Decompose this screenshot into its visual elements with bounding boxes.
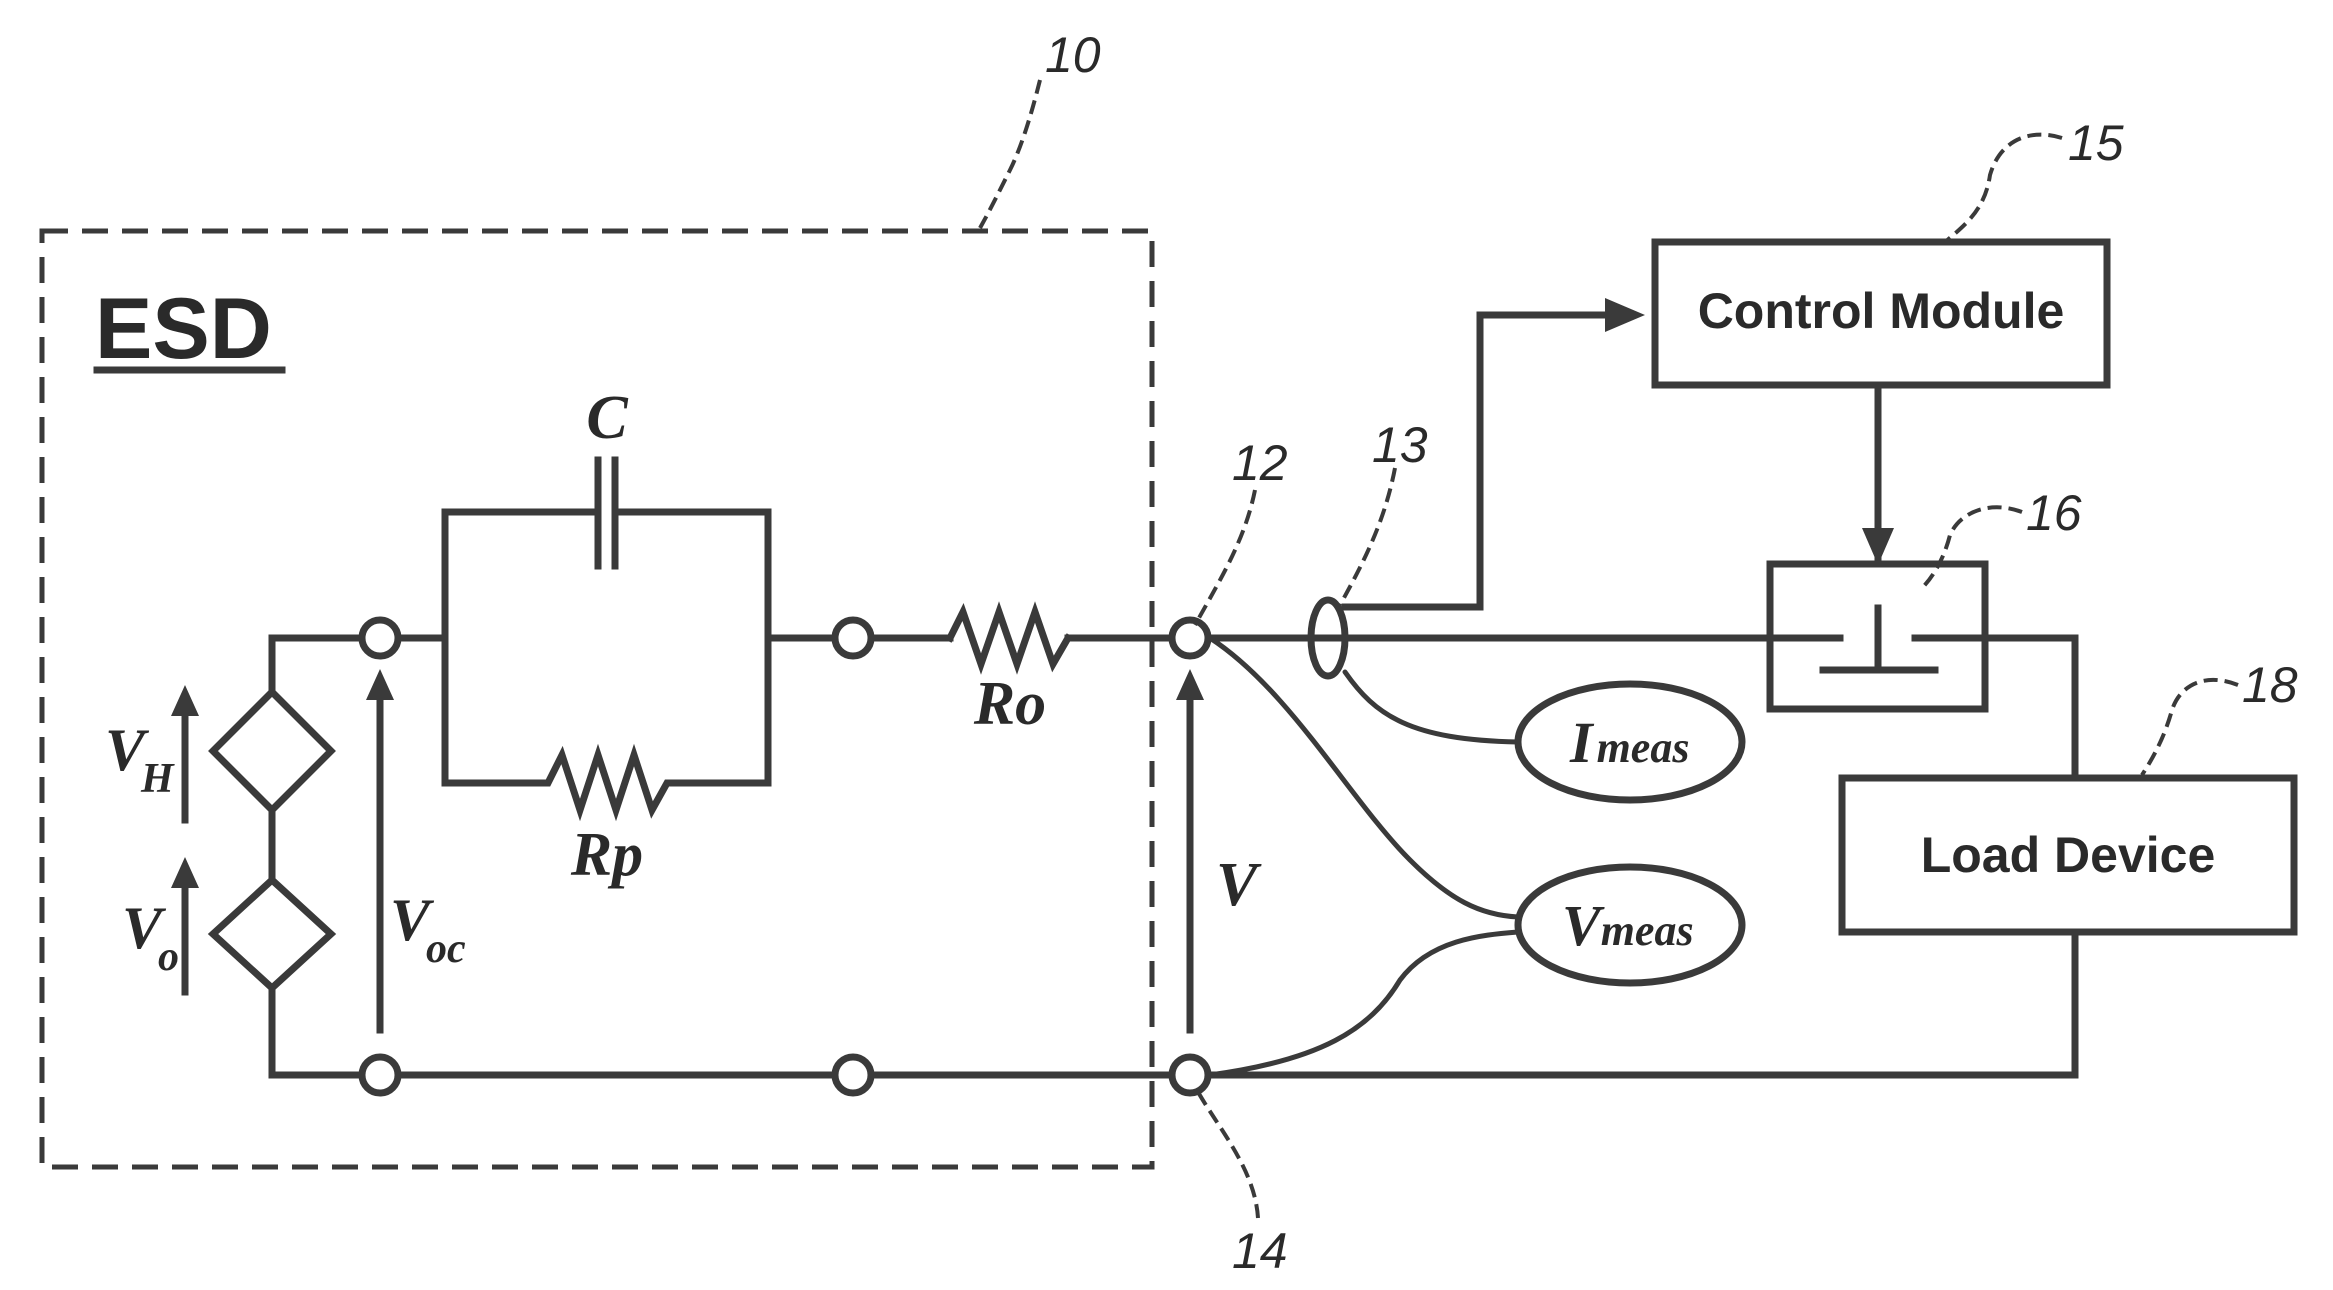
wire-top-left [272,638,362,640]
v-terminal-arrowhead [1176,669,1204,700]
node-left-top [362,620,398,656]
v-terminal-label: V [1216,851,1262,919]
voltage-source-vo [213,880,331,988]
control-input-arrowhead [1605,298,1645,332]
capacitor-label: C [586,384,628,452]
ref-15: 15 [2068,115,2124,171]
ref-18: 18 [2242,657,2298,713]
leader-12 [1195,490,1255,625]
vh-label: VH [105,717,175,802]
node-mid-top [835,620,871,656]
voc-label: Voc [390,887,466,972]
voltage-source-vh [213,692,331,810]
load-device-label: Load Device [1921,827,2216,883]
negative-terminal [1172,1057,1208,1093]
wire-sensor-to-imeas [1345,672,1518,742]
vo-label: Vo [122,895,179,980]
vo-arrowhead [171,857,199,888]
wire-rc-network [445,512,835,783]
ref-14: 14 [1232,1223,1288,1279]
wire-vmeas-bottom [1210,932,1518,1075]
leader-18 [2142,680,2238,775]
resistor-rp [445,755,768,810]
ref-10: 10 [1045,27,1101,83]
voc-arrowhead [366,669,394,700]
leader-14 [1198,1092,1258,1218]
ref-16: 16 [2026,485,2082,541]
ref-12: 12 [1232,435,1288,491]
positive-terminal [1172,620,1208,656]
control-signal-arrowhead [1862,528,1894,565]
resistor-ro-label: Ro [973,670,1046,738]
resistor-ro [950,612,1068,664]
node-mid-bottom [835,1057,871,1093]
vh-arrowhead [171,685,199,716]
node-left-bottom [362,1057,398,1093]
leader-10 [980,80,1040,228]
control-module-label: Control Module [1698,283,2065,339]
leader-15 [1945,135,2062,242]
resistor-rp-label: Rp [570,821,643,889]
esd-label: ESD [95,281,272,377]
ref-13: 13 [1372,417,1428,473]
leader-13 [1340,468,1395,605]
